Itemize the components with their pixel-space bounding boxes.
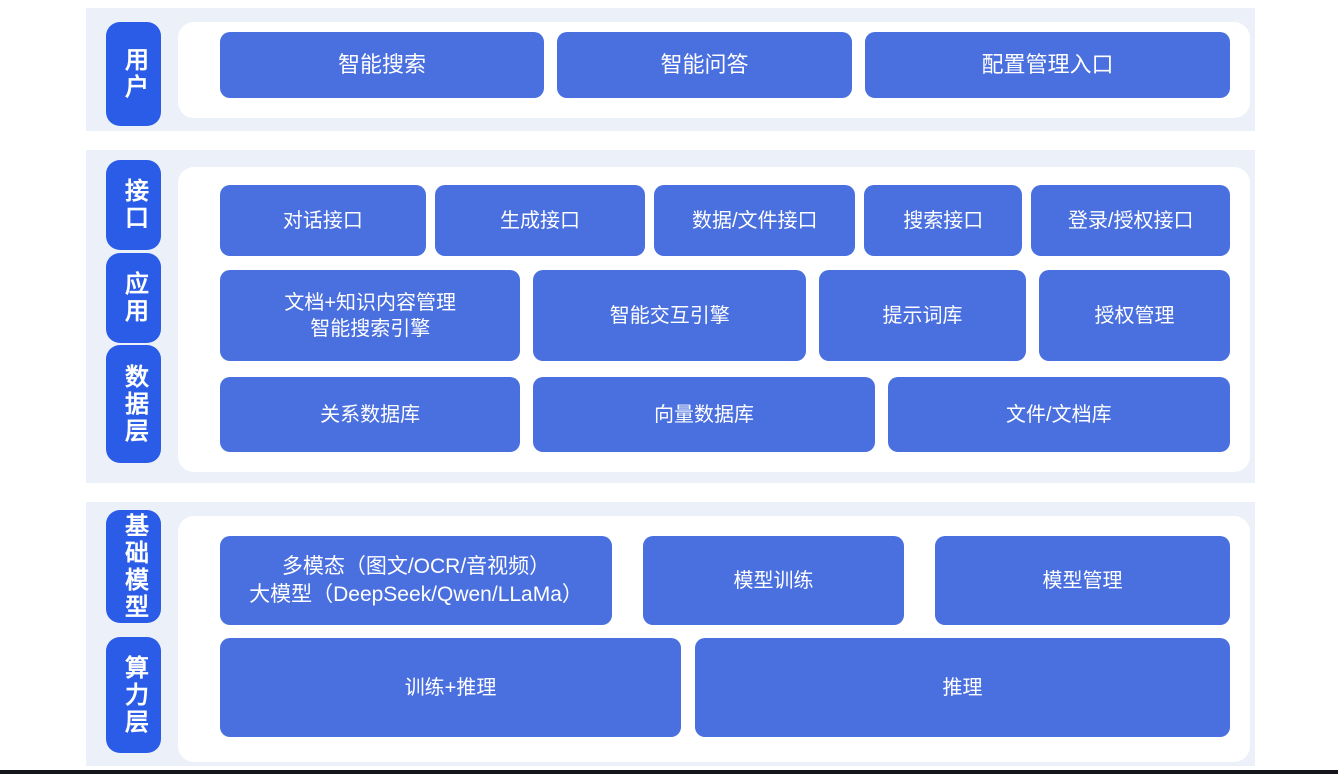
- section-label-interface: 接口: [106, 160, 161, 250]
- block-login-auth-api: 登录/授权接口: [1031, 185, 1230, 256]
- block-auth-management: 授权管理: [1038, 270, 1230, 361]
- block-dialog-api: 对话接口: [220, 185, 426, 256]
- block-doc-knowledge-search-engine: 文档+知识内容管理 智能搜索引擎: [220, 270, 521, 361]
- row-user-blocks: 智能搜索 智能问答 配置管理入口: [220, 32, 1230, 98]
- section-label-data-layer-text: 数据层: [120, 363, 148, 445]
- block-inference: 推理: [695, 638, 1230, 737]
- block-prompt-library: 提示词库: [819, 270, 1026, 361]
- block-data-file-api: 数据/文件接口: [654, 185, 856, 256]
- section-bottom: 基础模型 算力层 多模态（图文/OCR/音视频） 大模型（DeepSeek/Qw…: [86, 502, 1255, 766]
- block-relational-db: 关系数据库: [220, 377, 521, 452]
- block-multimodal-line1: 多模态（图文/OCR/音视频）: [281, 555, 551, 579]
- section-label-user-text: 用户: [120, 47, 148, 101]
- row-model-blocks: 多模态（图文/OCR/音视频） 大模型（DeepSeek/Qwen/LLaMa）…: [220, 536, 1230, 625]
- section-label-compute-layer: 算力层: [106, 637, 161, 753]
- block-config-entry: 配置管理入口: [865, 32, 1230, 98]
- block-doc-knowledge-line1: 文档+知识内容管理: [284, 291, 457, 314]
- section-label-compute-layer-text: 算力层: [120, 654, 148, 736]
- block-smart-qa: 智能问答: [557, 32, 853, 98]
- block-model-management: 模型管理: [935, 536, 1230, 625]
- card-bottom: 多模态（图文/OCR/音视频） 大模型（DeepSeek/Qwen/LLaMa）…: [178, 516, 1250, 762]
- row-application-blocks: 文档+知识内容管理 智能搜索引擎 智能交互引擎 提示词库 授权管理: [220, 270, 1230, 361]
- block-model-training: 模型训练: [643, 536, 904, 625]
- section-label-base-model: 基础模型: [106, 510, 161, 623]
- row-interface-blocks: 对话接口 生成接口 数据/文件接口 搜索接口 登录/授权接口: [220, 185, 1230, 256]
- row-data-blocks: 关系数据库 向量数据库 文件/文档库: [220, 377, 1230, 452]
- block-search-api: 搜索接口: [864, 185, 1023, 256]
- block-vector-db: 向量数据库: [533, 377, 875, 452]
- section-label-user: 用户: [106, 22, 161, 126]
- section-label-data-layer: 数据层: [106, 345, 161, 463]
- card-user: 智能搜索 智能问答 配置管理入口: [178, 22, 1250, 118]
- section-label-application: 应用: [106, 253, 161, 343]
- section-label-application-text: 应用: [120, 271, 148, 325]
- block-doc-knowledge-line2: 智能搜索引擎: [310, 317, 431, 340]
- block-smart-search: 智能搜索: [220, 32, 545, 98]
- row-compute-blocks: 训练+推理 推理: [220, 638, 1230, 737]
- bottom-border-line: [0, 770, 1338, 774]
- block-file-doc-library: 文件/文档库: [887, 377, 1230, 452]
- block-multimodal-llm: 多模态（图文/OCR/音视频） 大模型（DeepSeek/Qwen/LLaMa）: [220, 536, 612, 625]
- block-multimodal-line2: 大模型（DeepSeek/Qwen/LLaMa）: [249, 582, 583, 606]
- block-generation-api: 生成接口: [434, 185, 646, 256]
- block-interaction-engine: 智能交互引擎: [533, 270, 807, 361]
- section-label-interface-text: 接口: [120, 178, 148, 232]
- card-middle: 对话接口 生成接口 数据/文件接口 搜索接口 登录/授权接口 文档+知识内容管理…: [178, 167, 1250, 472]
- section-label-base-model-text: 基础模型: [120, 512, 148, 621]
- block-train-plus-inference: 训练+推理: [220, 638, 682, 737]
- section-middle: 接口 应用 数据层 对话接口 生成接口 数据/文件接口 搜索接口 登录/授权接口…: [86, 150, 1255, 483]
- section-user: 用户 智能搜索 智能问答 配置管理入口: [86, 8, 1255, 131]
